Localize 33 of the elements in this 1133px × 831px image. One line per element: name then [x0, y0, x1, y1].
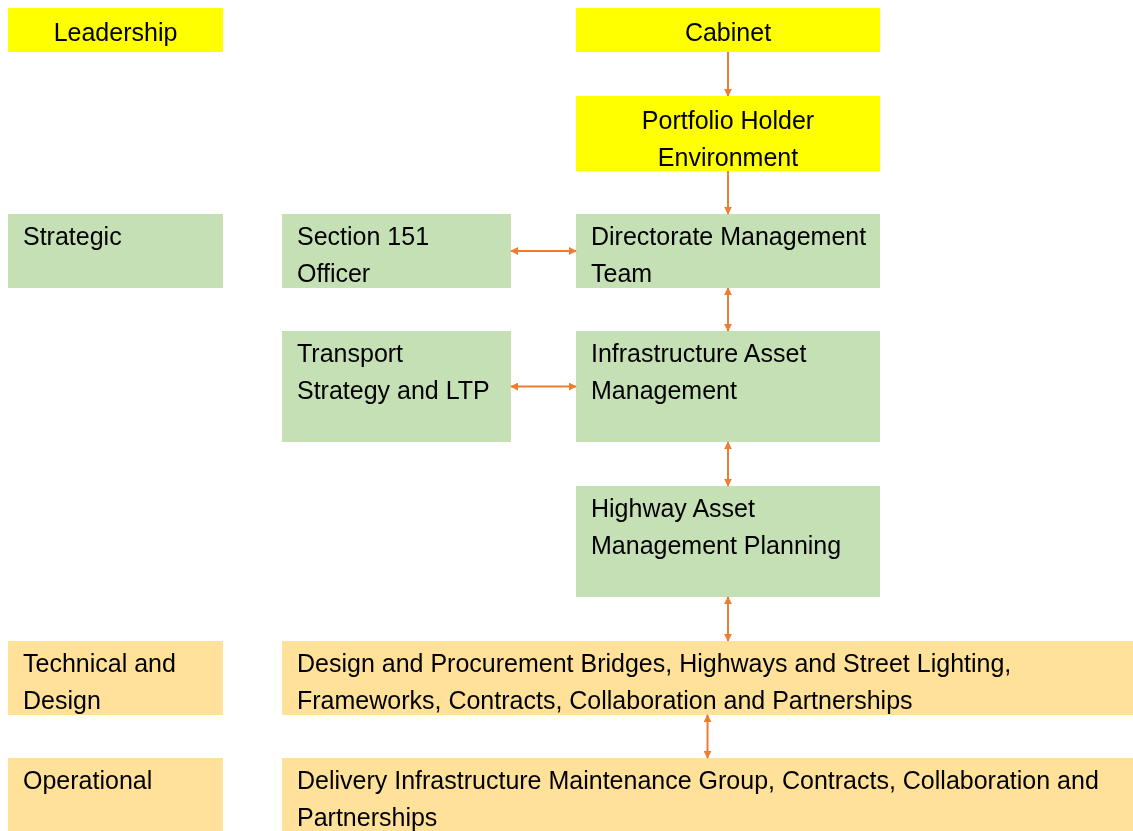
- arrow: [510, 247, 577, 255]
- arrow: [510, 382, 577, 391]
- org-box: [8, 641, 223, 715]
- box-label: Portfolio Holder Environment: [640, 105, 816, 173]
- org-box: [576, 96, 880, 171]
- arrow: [724, 441, 732, 487]
- org-box: [8, 214, 223, 288]
- org-box: [8, 8, 223, 52]
- box-label: Strategic: [23, 221, 123, 252]
- arrow: [724, 596, 732, 642]
- org-box: [576, 486, 880, 597]
- org-box: [576, 214, 880, 288]
- box-label: Directorate Management Team: [591, 221, 868, 289]
- box-label: Delivery Infrastructure Maintenance Group, Contracts, Collaboration and Partnerships: [297, 765, 1100, 831]
- arrow: [724, 170, 732, 215]
- arrow: [724, 287, 732, 332]
- org-box: [576, 8, 880, 52]
- box-label: Transport Strategy and LTP: [297, 338, 491, 406]
- box-label: Operational: [23, 765, 154, 796]
- box-label: Highway Asset Management Planning: [591, 493, 843, 561]
- box-label: Leadership: [52, 17, 179, 48]
- org-box: [576, 331, 880, 442]
- org-box: [282, 331, 511, 442]
- box-label: Cabinet: [683, 17, 773, 48]
- arrow: [703, 714, 712, 759]
- box-label: Infrastructure Asset Management: [591, 338, 808, 406]
- box-label: Technical and Design: [23, 648, 177, 716]
- arrow: [724, 51, 732, 97]
- org-box: [282, 641, 1133, 715]
- org-box: [8, 758, 223, 831]
- org-box: [282, 214, 511, 288]
- box-label: Section 151 Officer: [297, 221, 431, 289]
- box-label: Design and Procurement Bridges, Highways and Street Lighting, Frameworks, Contracts, Collaboration and Partnerships: [297, 648, 1013, 716]
